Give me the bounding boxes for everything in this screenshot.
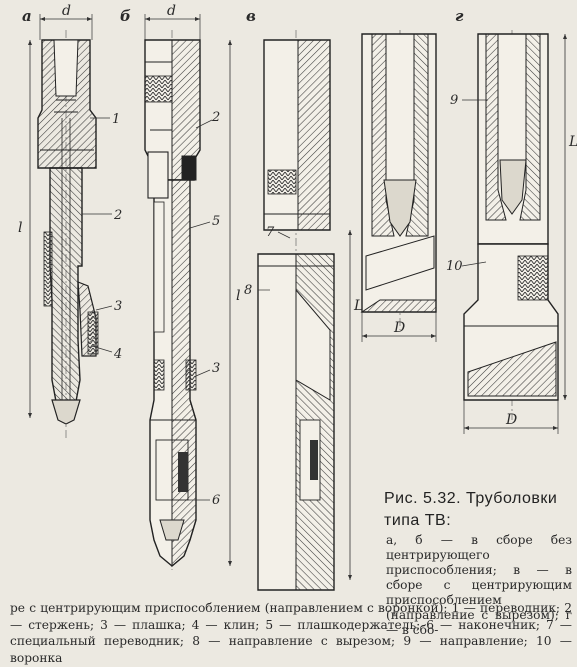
panel-b <box>144 14 232 570</box>
panel-g <box>461 30 567 434</box>
dim-l-a: l <box>18 220 22 236</box>
part-label-a-1: 1 <box>112 112 120 127</box>
panel-label-b: б <box>120 7 131 25</box>
panel-label-g: г <box>455 7 464 25</box>
part-label-a-3: 3 <box>114 299 122 314</box>
part-label-a-2: 2 <box>113 208 122 223</box>
part-label-g-10: 10 <box>446 259 463 274</box>
figure-caption-title: Рис. 5.32. Труболовки типа ТВ: <box>384 490 558 529</box>
dim-L-g: L <box>568 134 577 150</box>
dim-d-b: d <box>167 3 176 19</box>
part-label-b-5: 5 <box>212 214 220 229</box>
figure-caption-legend-start: а, б — в сборе без центрирующего приспос… <box>386 533 572 637</box>
part-label-v-7: 7 <box>266 225 275 240</box>
part-label-b-3: 3 <box>212 361 220 376</box>
part-label-g-9: 9 <box>450 93 458 108</box>
panel-a <box>28 14 113 440</box>
part-label-b-6: 6 <box>212 493 220 508</box>
panel-label-v: в <box>246 7 256 25</box>
dim-D-g: D <box>505 412 517 428</box>
figure-caption-legend-continued: ре с центрирующим приспособлением (напра… <box>10 601 572 665</box>
panel-v-detail <box>360 30 437 342</box>
part-label-a-4: 4 <box>113 347 122 362</box>
dim-l-b: l <box>236 288 240 304</box>
dim-d-a: d <box>62 3 71 19</box>
panel-label-a: а <box>22 7 32 25</box>
part-label-b-2: 2 <box>211 110 220 125</box>
panel-v <box>257 30 352 591</box>
dim-D-v: D <box>393 320 405 336</box>
dim-L-v: L <box>353 298 363 314</box>
part-label-v-8: 8 <box>244 283 252 298</box>
